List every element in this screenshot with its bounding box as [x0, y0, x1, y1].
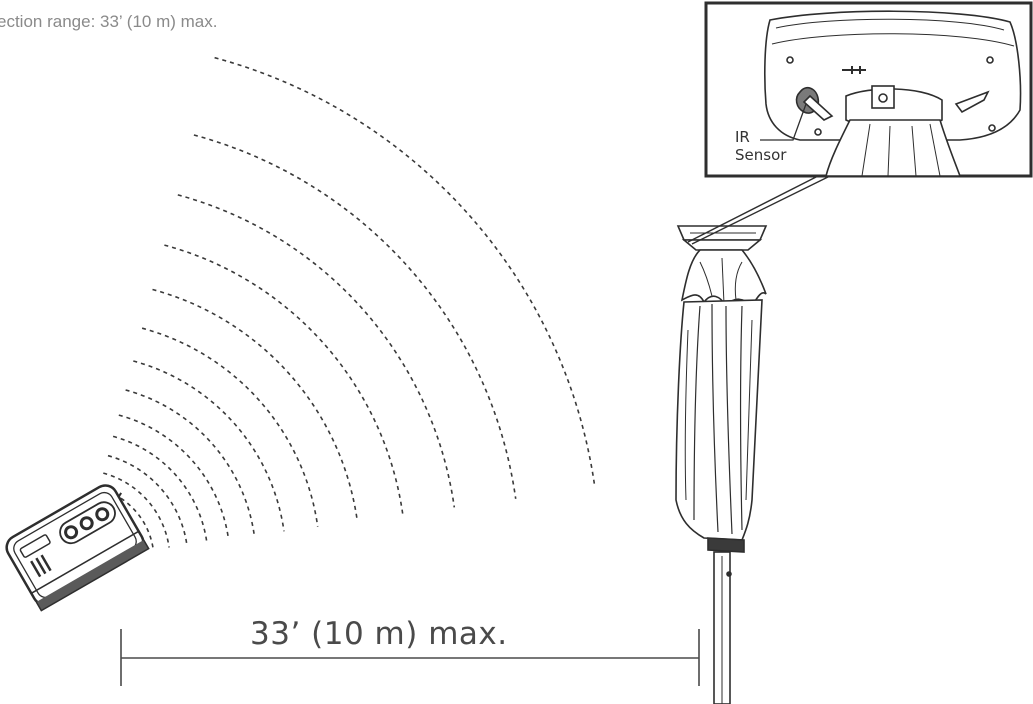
ir-signal-waves: [95, 56, 596, 552]
range-label: 33’ (10 m) max.: [250, 616, 508, 652]
ir-wave-arc: [133, 360, 285, 532]
ir-wave-arc: [112, 435, 208, 543]
distance-dimension-line: [120, 629, 700, 686]
sensor-inset: [704, 1, 1033, 178]
ir-sensor-label-line1: IR: [735, 128, 750, 146]
ir-wave-arc: [164, 244, 404, 515]
ir-wave-arc: [177, 194, 456, 508]
ir-wave-arc: [118, 414, 230, 540]
ir-wave-arc: [141, 327, 319, 527]
ir-sensor-label: IR Sensor: [735, 128, 786, 164]
ir-sensor-label-line2: Sensor: [735, 146, 787, 164]
closed-umbrella-icon: [675, 225, 768, 704]
sensor-pointer-line: [760, 103, 807, 141]
ir-sensor-icon: [764, 10, 1022, 177]
ir-wave-arc: [125, 389, 256, 536]
caption-text: ection range: 33’ (10 m) max.: [0, 12, 218, 31]
ir-wave-arc: [214, 56, 596, 488]
remote-control-icon: [5, 484, 150, 612]
inset-leader-lines: [687, 173, 831, 245]
ir-wave-arc: [193, 134, 517, 499]
ir-wave-arc: [152, 288, 359, 522]
